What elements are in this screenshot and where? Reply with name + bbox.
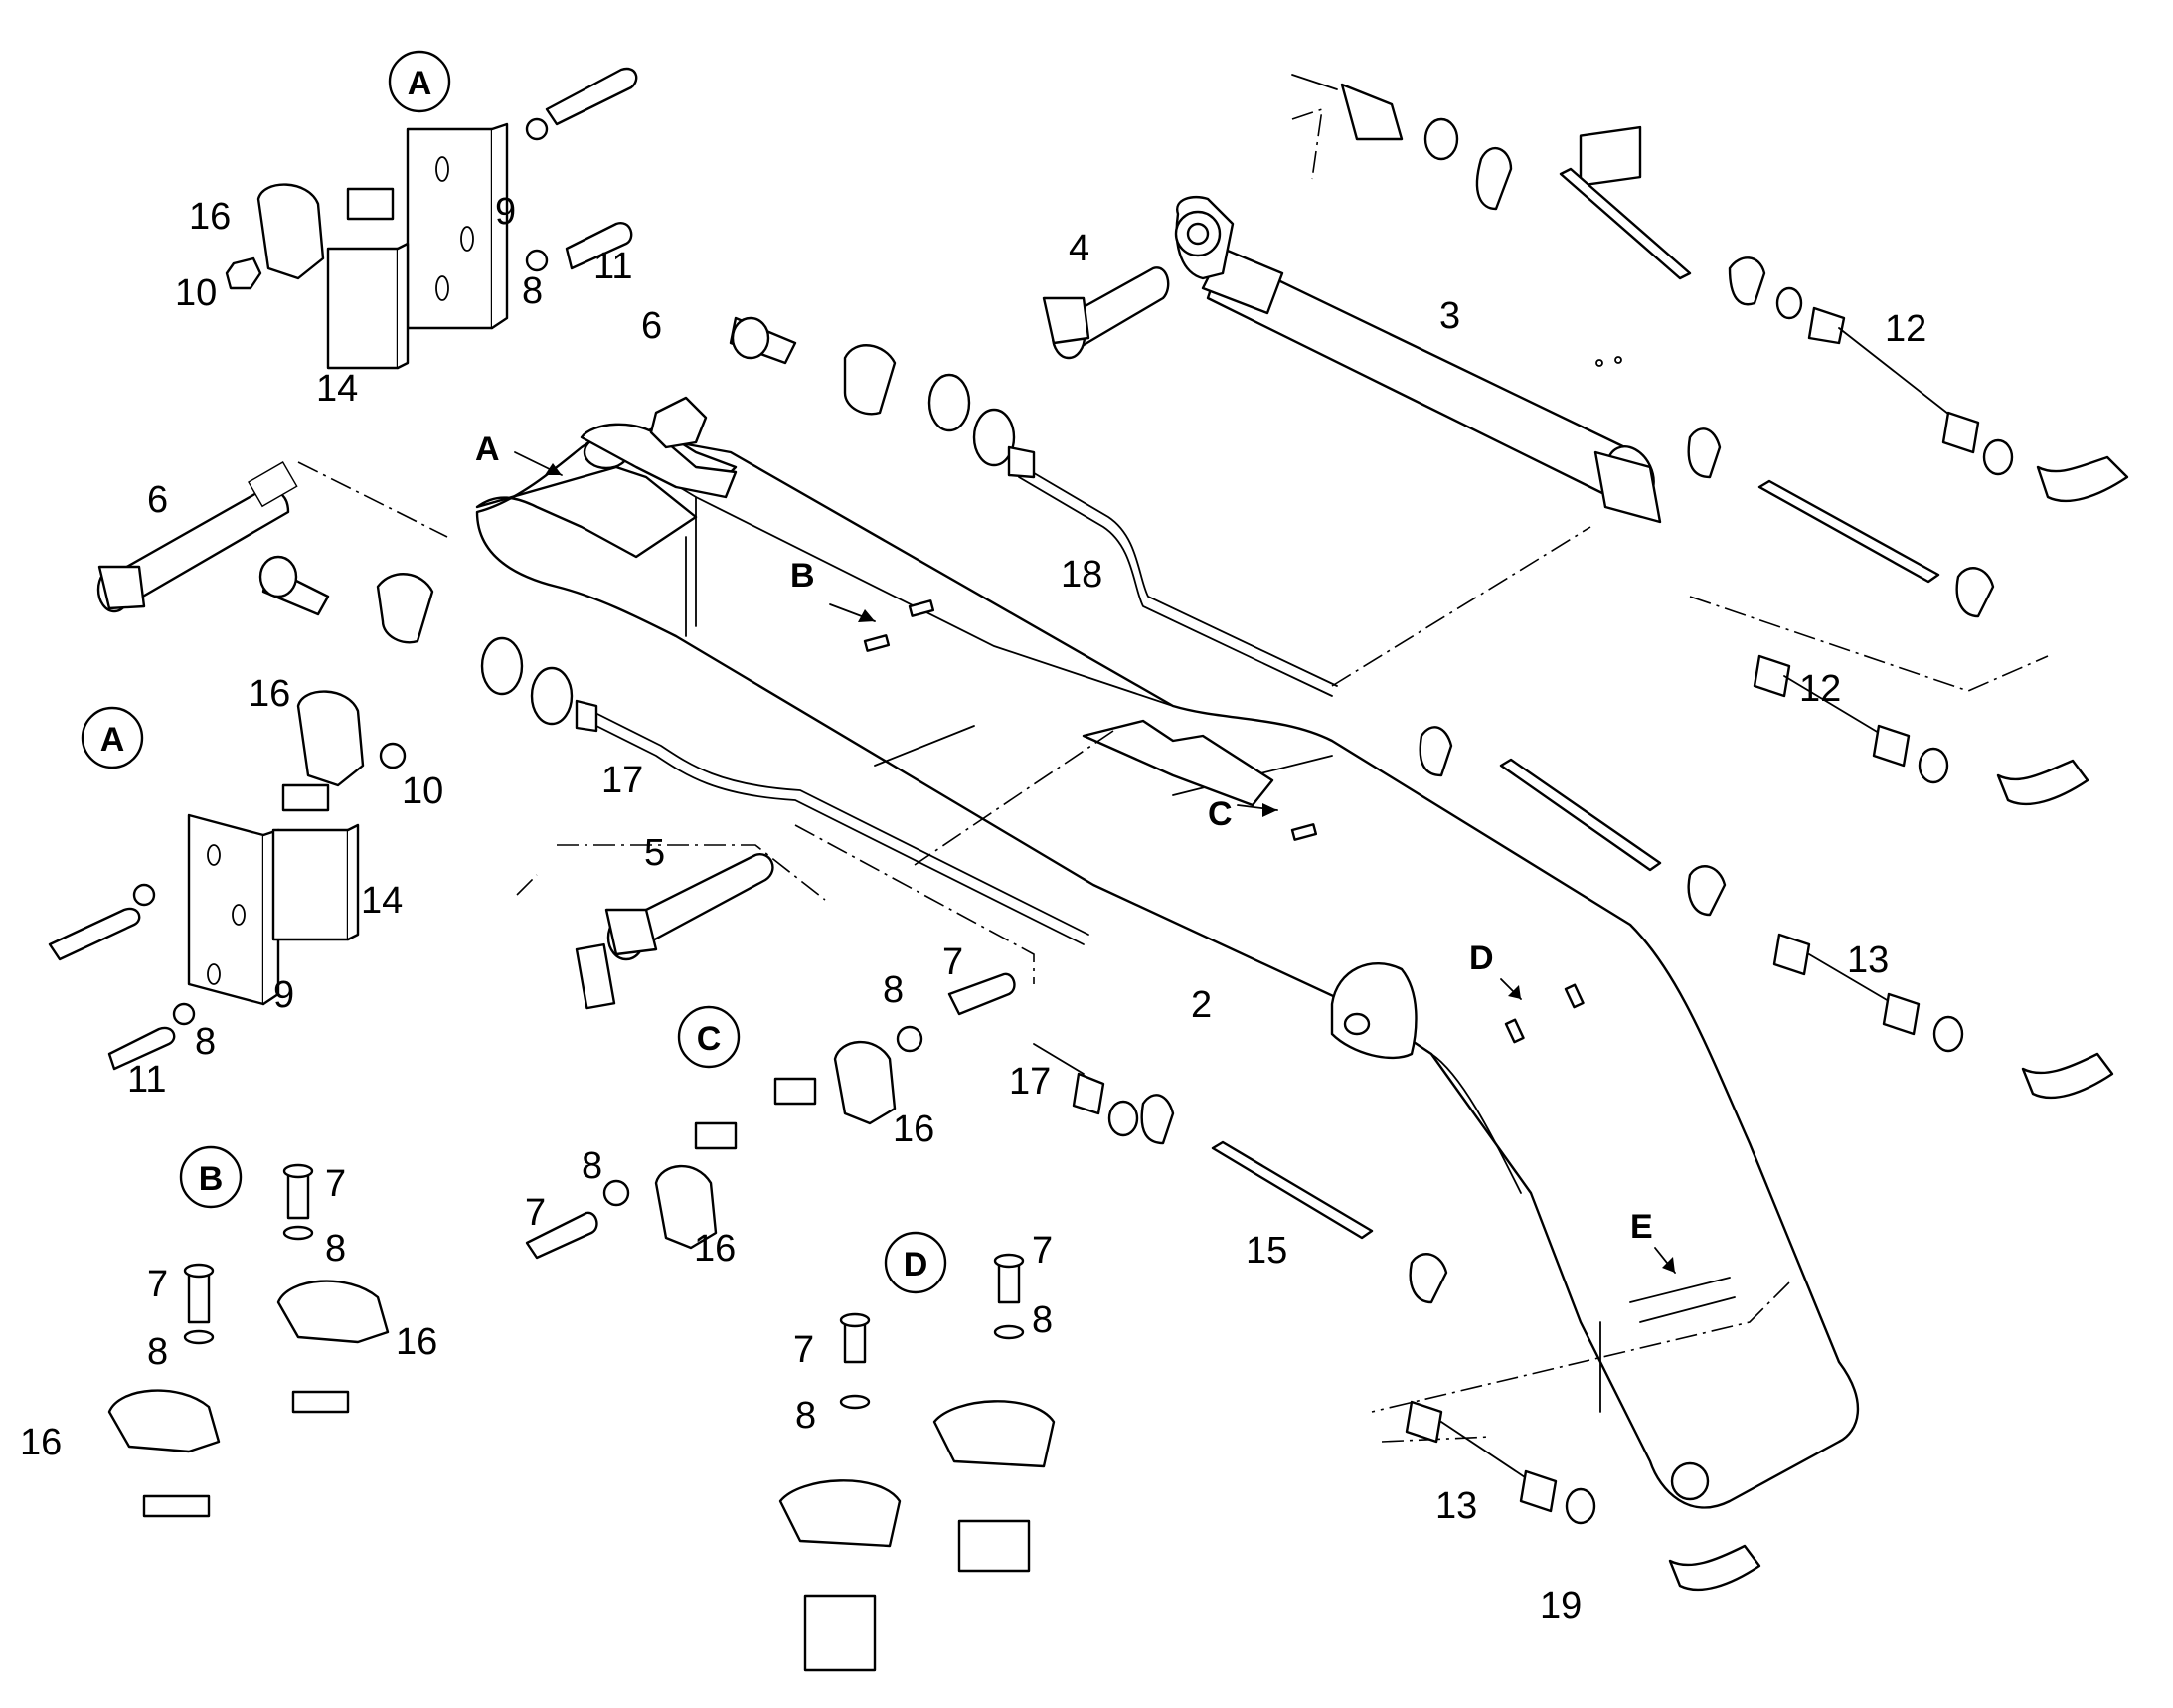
callout-12-top: 12 [1885,308,1926,350]
view-arrows: A B C D E [475,430,1676,1274]
callout-13-bottom: 13 [1435,1485,1477,1527]
callout-numbers: 2 3 4 5 6 6 7 7 7 7 7 7 8 8 8 8 8 8 8 8 … [20,191,1926,1626]
callout-11-a2: 11 [127,1059,166,1101]
callout-16-c1: 16 [893,1109,934,1150]
callout-8-c1: 8 [883,969,904,1011]
pin-5 [575,853,774,1010]
view-arrow-c-label: C [1208,795,1233,833]
callout-19: 19 [1540,1585,1582,1626]
callout-8-a2: 8 [195,1021,216,1063]
callout-7-b1: 7 [325,1163,346,1205]
callout-7-d1: 7 [1032,1230,1053,1272]
view-arrow-b-label: B [790,557,815,595]
callout-17-top: 17 [601,760,643,801]
detail-label-c: C [697,1020,722,1058]
callout-16-b1: 16 [396,1321,437,1363]
callout-10-a2: 10 [402,770,443,812]
callout-6-left: 6 [147,479,168,521]
callout-4: 4 [1069,228,1089,269]
callout-5: 5 [644,832,665,874]
callout-16-c2: 16 [694,1228,736,1270]
detail-a-left [48,690,407,1071]
view-arrow-d-label: D [1469,939,1494,977]
detail-label-a-top: A [408,65,432,102]
callout-8-b2: 8 [147,1331,168,1373]
hydraulic-cylinder [1174,125,1662,524]
callout-11-a1: 11 [593,246,632,287]
callout-9-a1: 9 [495,191,516,233]
view-arrow-a-label: A [475,430,500,468]
detail-label-a-left: A [100,721,125,759]
callout-16-a1: 16 [189,196,231,238]
boom-head [475,423,738,559]
callout-15: 15 [1246,1230,1287,1272]
guide-lines [297,107,2049,1443]
pin-4 [1042,266,1170,360]
callout-12-mid: 12 [1799,668,1841,710]
callout-10-a1: 10 [175,272,217,314]
detail-label-d: D [904,1246,928,1283]
callout-7-c1: 7 [942,941,963,983]
callout-18: 18 [1061,554,1102,596]
detail-a-top [225,67,638,370]
callout-7-b2: 7 [147,1264,168,1305]
pipes [576,466,1338,945]
callout-6-top: 6 [641,305,662,347]
detail-d [778,1253,1056,1672]
callout-8-d2: 8 [795,1395,816,1437]
detail-b [107,1163,390,1518]
callout-16-a2: 16 [249,673,290,715]
callout-17-bottom: 17 [1009,1061,1051,1103]
callout-8-d1: 8 [1032,1299,1053,1341]
callout-2: 2 [1191,984,1212,1026]
callout-3: 3 [1439,295,1460,337]
detail-view-labels: A A B C D [81,50,947,1294]
callout-14-a1: 14 [316,368,358,410]
callout-16-b2: 16 [20,1422,62,1463]
detail-c [525,972,1016,1260]
callout-8-a1: 8 [522,270,543,312]
callout-8-c2: 8 [582,1145,602,1187]
pin-6 [96,461,298,613]
callout-7-d2: 7 [793,1329,814,1371]
view-arrow-e-label: E [1630,1208,1653,1246]
detail-label-b: B [199,1160,224,1198]
callout-7-c2: 7 [525,1192,546,1234]
fittings [258,74,2129,1592]
callout-13-mid: 13 [1847,939,1889,981]
callout-9-a2: 9 [273,974,294,1016]
callout-8-b1: 8 [325,1228,346,1270]
callout-14-a2: 14 [361,880,403,922]
